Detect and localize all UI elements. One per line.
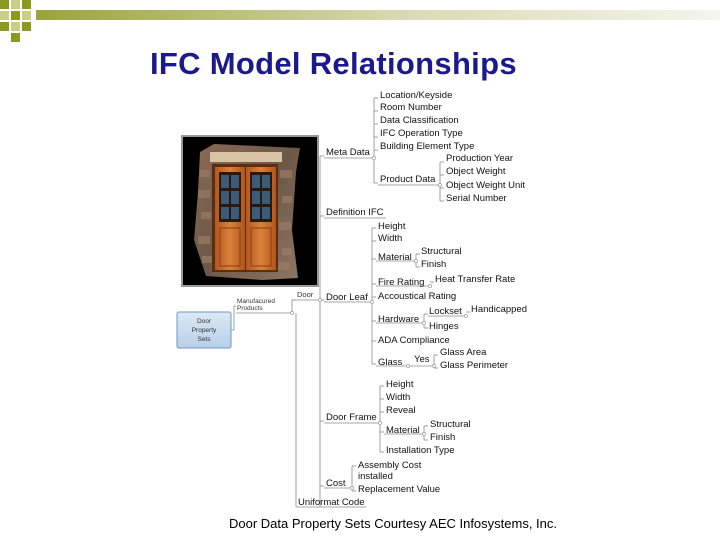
node-serial-number: Serial Number bbox=[446, 193, 507, 204]
node-frame-finish: Finish bbox=[430, 432, 455, 443]
node-leaf-structural: Structural bbox=[421, 246, 462, 257]
node-door-frame: Door Frame bbox=[326, 412, 377, 423]
corner-square bbox=[0, 22, 9, 31]
node-heat-transfer-rate: Heat Transfer Rate bbox=[435, 274, 515, 285]
node-cost: Cost bbox=[326, 478, 346, 489]
node-installation-type: Installation Type bbox=[386, 445, 454, 456]
node-uniformat-code: Uniformat Code bbox=[298, 497, 365, 508]
node-object-weight-unit: Object Weight Unit bbox=[446, 180, 525, 191]
corner-square bbox=[22, 0, 31, 9]
node-leaf-width: Width bbox=[378, 233, 402, 244]
node-frame-structural: Structural bbox=[430, 419, 471, 430]
corner-square bbox=[11, 0, 20, 9]
corner-square bbox=[0, 11, 9, 20]
node-ifc-operation-type: IFC Operation Type bbox=[380, 128, 463, 139]
corner-square bbox=[22, 11, 31, 20]
node-room-number: Room Number bbox=[380, 102, 442, 113]
header-gradient-bar bbox=[36, 10, 720, 20]
node-manufactured-line1: Manufacured bbox=[237, 298, 275, 305]
corner-square bbox=[0, 0, 9, 9]
corner-square bbox=[22, 22, 31, 31]
node-leaf-material: Material bbox=[378, 252, 412, 263]
node-installed: installed bbox=[358, 471, 393, 482]
node-reveal: Reveal bbox=[386, 405, 416, 416]
node-frame-width: Width bbox=[386, 392, 410, 403]
node-production-year: Production Year bbox=[446, 153, 513, 164]
node-lockset: Lockset bbox=[429, 306, 462, 317]
node-leaf-height: Height bbox=[378, 221, 406, 232]
corner-square bbox=[11, 33, 20, 42]
node-hardware: Hardware bbox=[378, 314, 419, 325]
connectors bbox=[231, 97, 470, 508]
node-manufactured-line2: Products bbox=[237, 305, 263, 312]
root-node-label-line2: Property bbox=[192, 327, 217, 334]
node-door-leaf: Door Leaf bbox=[326, 292, 368, 303]
door-image bbox=[181, 135, 319, 287]
node-frame-height: Height bbox=[386, 379, 414, 390]
node-handicapped: Handicapped bbox=[471, 304, 527, 315]
connector-markers bbox=[290, 156, 468, 490]
corner-square bbox=[11, 11, 20, 20]
caption: Door Data Property Sets Courtesy AEC Inf… bbox=[229, 516, 558, 531]
node-meta-data: Meta Data bbox=[326, 147, 371, 158]
node-ada-compliance: ADA Compliance bbox=[378, 335, 450, 346]
node-frame-material: Material bbox=[386, 425, 420, 436]
node-door: Door bbox=[297, 290, 314, 299]
node-location-keyside: Location/Keyside bbox=[380, 90, 452, 101]
corner-square bbox=[11, 22, 20, 31]
node-assembly-cost: Assembly Cost bbox=[358, 460, 422, 471]
node-definition-ifc: Definition IFC bbox=[326, 207, 384, 218]
node-replacement-value: Replacement Value bbox=[358, 484, 440, 495]
node-data-classification: Data Classification bbox=[380, 115, 459, 126]
node-glass-perimeter: Glass Perimeter bbox=[440, 360, 508, 371]
node-acoustical-rating: Accoustical Rating bbox=[378, 291, 456, 302]
node-glass-area: Glass Area bbox=[440, 347, 487, 358]
node-glass: Glass bbox=[378, 357, 403, 368]
node-yes: Yes bbox=[414, 354, 430, 365]
node-building-element-type: Building Element Type bbox=[380, 141, 474, 152]
node-hinges: Hinges bbox=[429, 321, 459, 332]
page-title: IFC Model Relationships bbox=[150, 46, 517, 81]
node-product-data: Product Data bbox=[380, 174, 436, 185]
root-node-label-line3: Sets bbox=[197, 336, 211, 343]
node-leaf-finish: Finish bbox=[421, 259, 446, 270]
root-node-label-line1: Door bbox=[197, 318, 212, 325]
node-object-weight: Object Weight bbox=[446, 166, 506, 177]
node-fire-rating: Fire Rating bbox=[378, 277, 424, 288]
